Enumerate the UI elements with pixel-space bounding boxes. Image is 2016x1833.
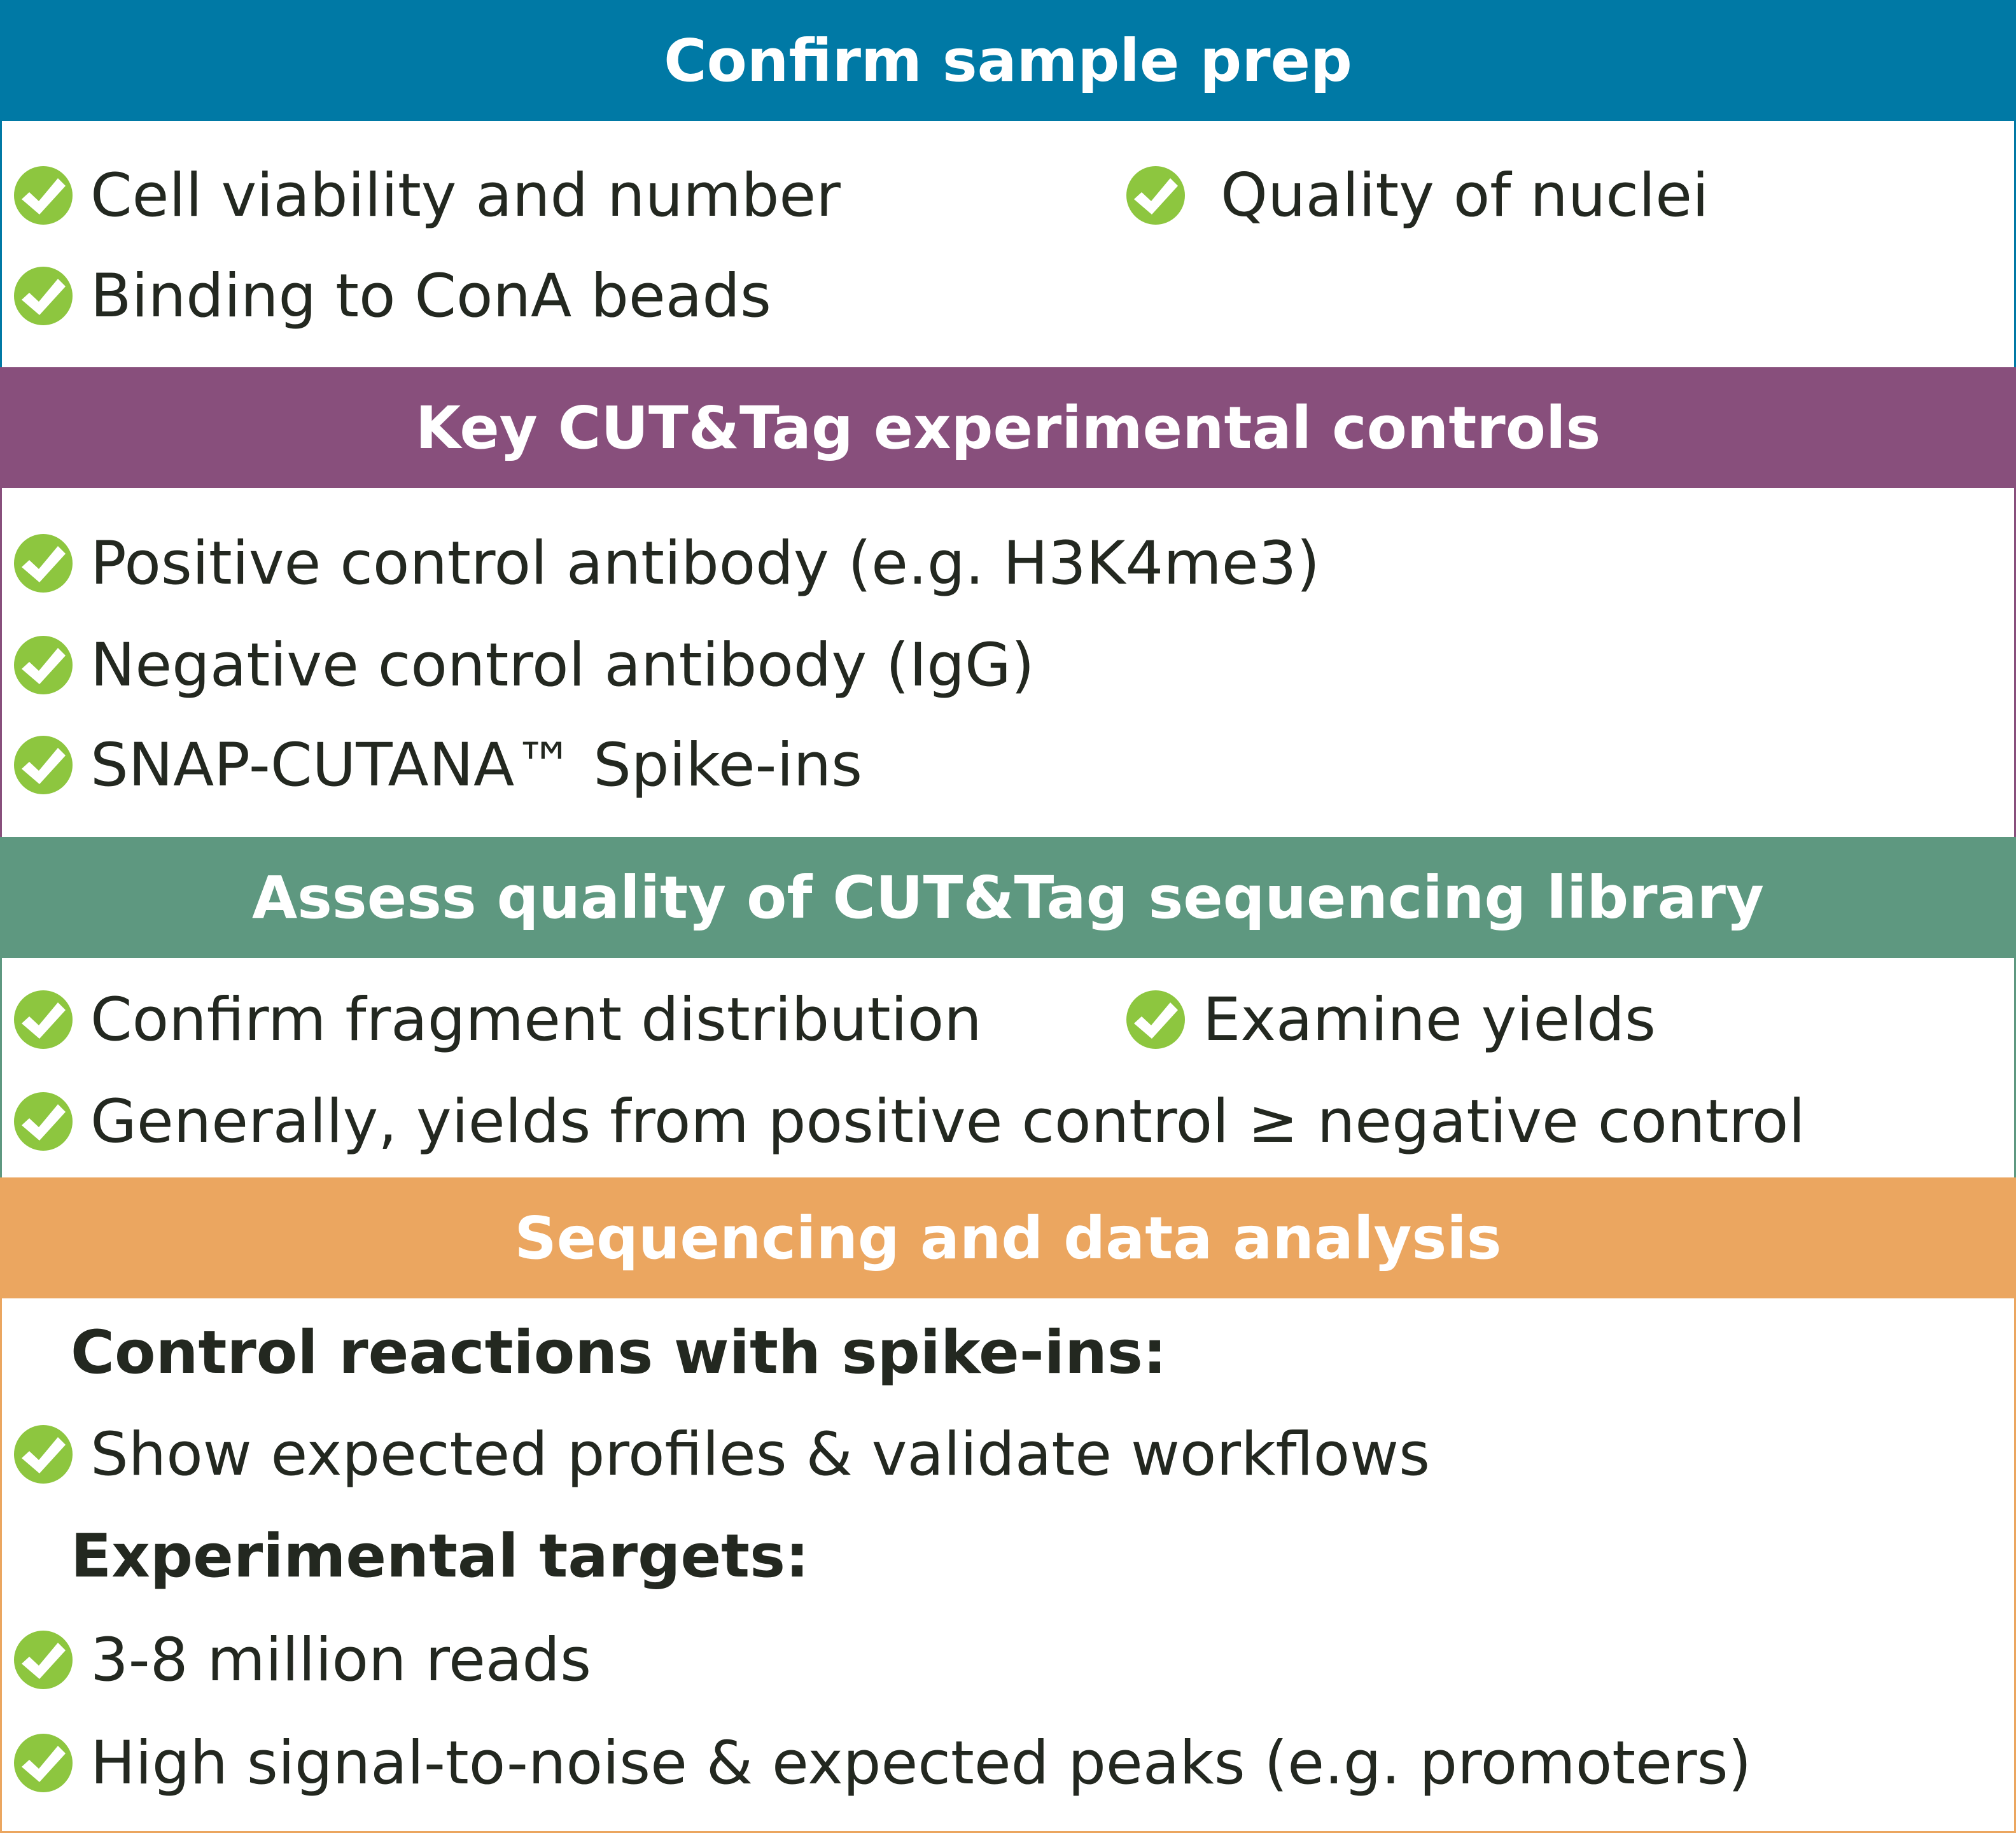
list-item: Binding to ConA beads <box>14 258 771 334</box>
list-item: SNAP-CUTANA™ Spike-ins <box>14 727 862 803</box>
item-text: Confirm fragment distribution <box>90 985 982 1055</box>
section-title: Sequencing and data analysis <box>514 1204 1502 1272</box>
check-circle-icon <box>14 1425 73 1484</box>
item-text: Generally, yields from positive control … <box>90 1086 1805 1156</box>
list-item: Confirm fragment distribution <box>14 981 982 1058</box>
item-text: Quality of nuclei <box>1221 160 1709 230</box>
item-text: Examine yields <box>1203 985 1656 1055</box>
check-circle-icon <box>14 736 73 794</box>
item-text: Show expected profiles & validate workfl… <box>90 1419 1431 1489</box>
item-text: Cell viability and number <box>90 160 841 230</box>
section-header-sequencing: Sequencing and data analysis <box>0 1177 2016 1298</box>
check-circle-icon <box>14 1734 73 1792</box>
section-header-sample-prep: Confirm sample prep <box>0 0 2016 121</box>
check-circle-icon <box>14 1092 73 1151</box>
item-text: SNAP-CUTANA™ Spike-ins <box>90 730 863 800</box>
section-header-library-quality: Assess quality of CUT&Tag sequencing lib… <box>0 837 2016 958</box>
section-title: Key CUT&Tag experimental controls <box>415 393 1601 462</box>
subheading-control-reactions: Control reactions with spike-ins: <box>71 1317 1167 1387</box>
check-circle-icon <box>14 636 73 694</box>
item-text: Binding to ConA beads <box>90 261 771 331</box>
list-item: Negative control antibody (IgG) <box>14 627 1035 703</box>
item-text: 3-8 million reads <box>90 1625 592 1695</box>
check-circle-icon <box>14 267 73 325</box>
list-item: 3-8 million reads <box>14 1622 591 1698</box>
list-item: High signal-to-noise & expected peaks (e… <box>14 1725 1751 1801</box>
item-text: Positive control antibody (e.g. H3K4me3) <box>90 528 1320 598</box>
list-item: Examine yields <box>1126 981 1656 1058</box>
check-circle-icon <box>14 990 73 1049</box>
item-text: Negative control antibody (IgG) <box>90 630 1035 700</box>
list-item: Positive control antibody (e.g. H3K4me3) <box>14 525 1320 601</box>
list-item: Cell viability and number <box>14 157 841 234</box>
subheading-experimental-targets: Experimental targets: <box>71 1521 809 1591</box>
check-circle-icon <box>1126 990 1185 1049</box>
section-title: Confirm sample prep <box>664 26 1352 95</box>
list-item: Show expected profiles & validate workfl… <box>14 1416 1430 1492</box>
check-circle-icon <box>14 1631 73 1689</box>
list-item: Generally, yields from positive control … <box>14 1083 1805 1160</box>
check-circle-icon <box>14 166 73 225</box>
check-circle-icon <box>14 534 73 593</box>
section-body-sequencing <box>0 1298 2016 1833</box>
section-title: Assess quality of CUT&Tag sequencing lib… <box>251 863 1765 932</box>
item-text: High signal-to-noise & expected peaks (e… <box>90 1728 1752 1798</box>
check-circle-icon <box>1126 166 1185 225</box>
list-item: Quality of nuclei <box>1126 157 1709 234</box>
section-header-controls: Key CUT&Tag experimental controls <box>0 367 2016 488</box>
